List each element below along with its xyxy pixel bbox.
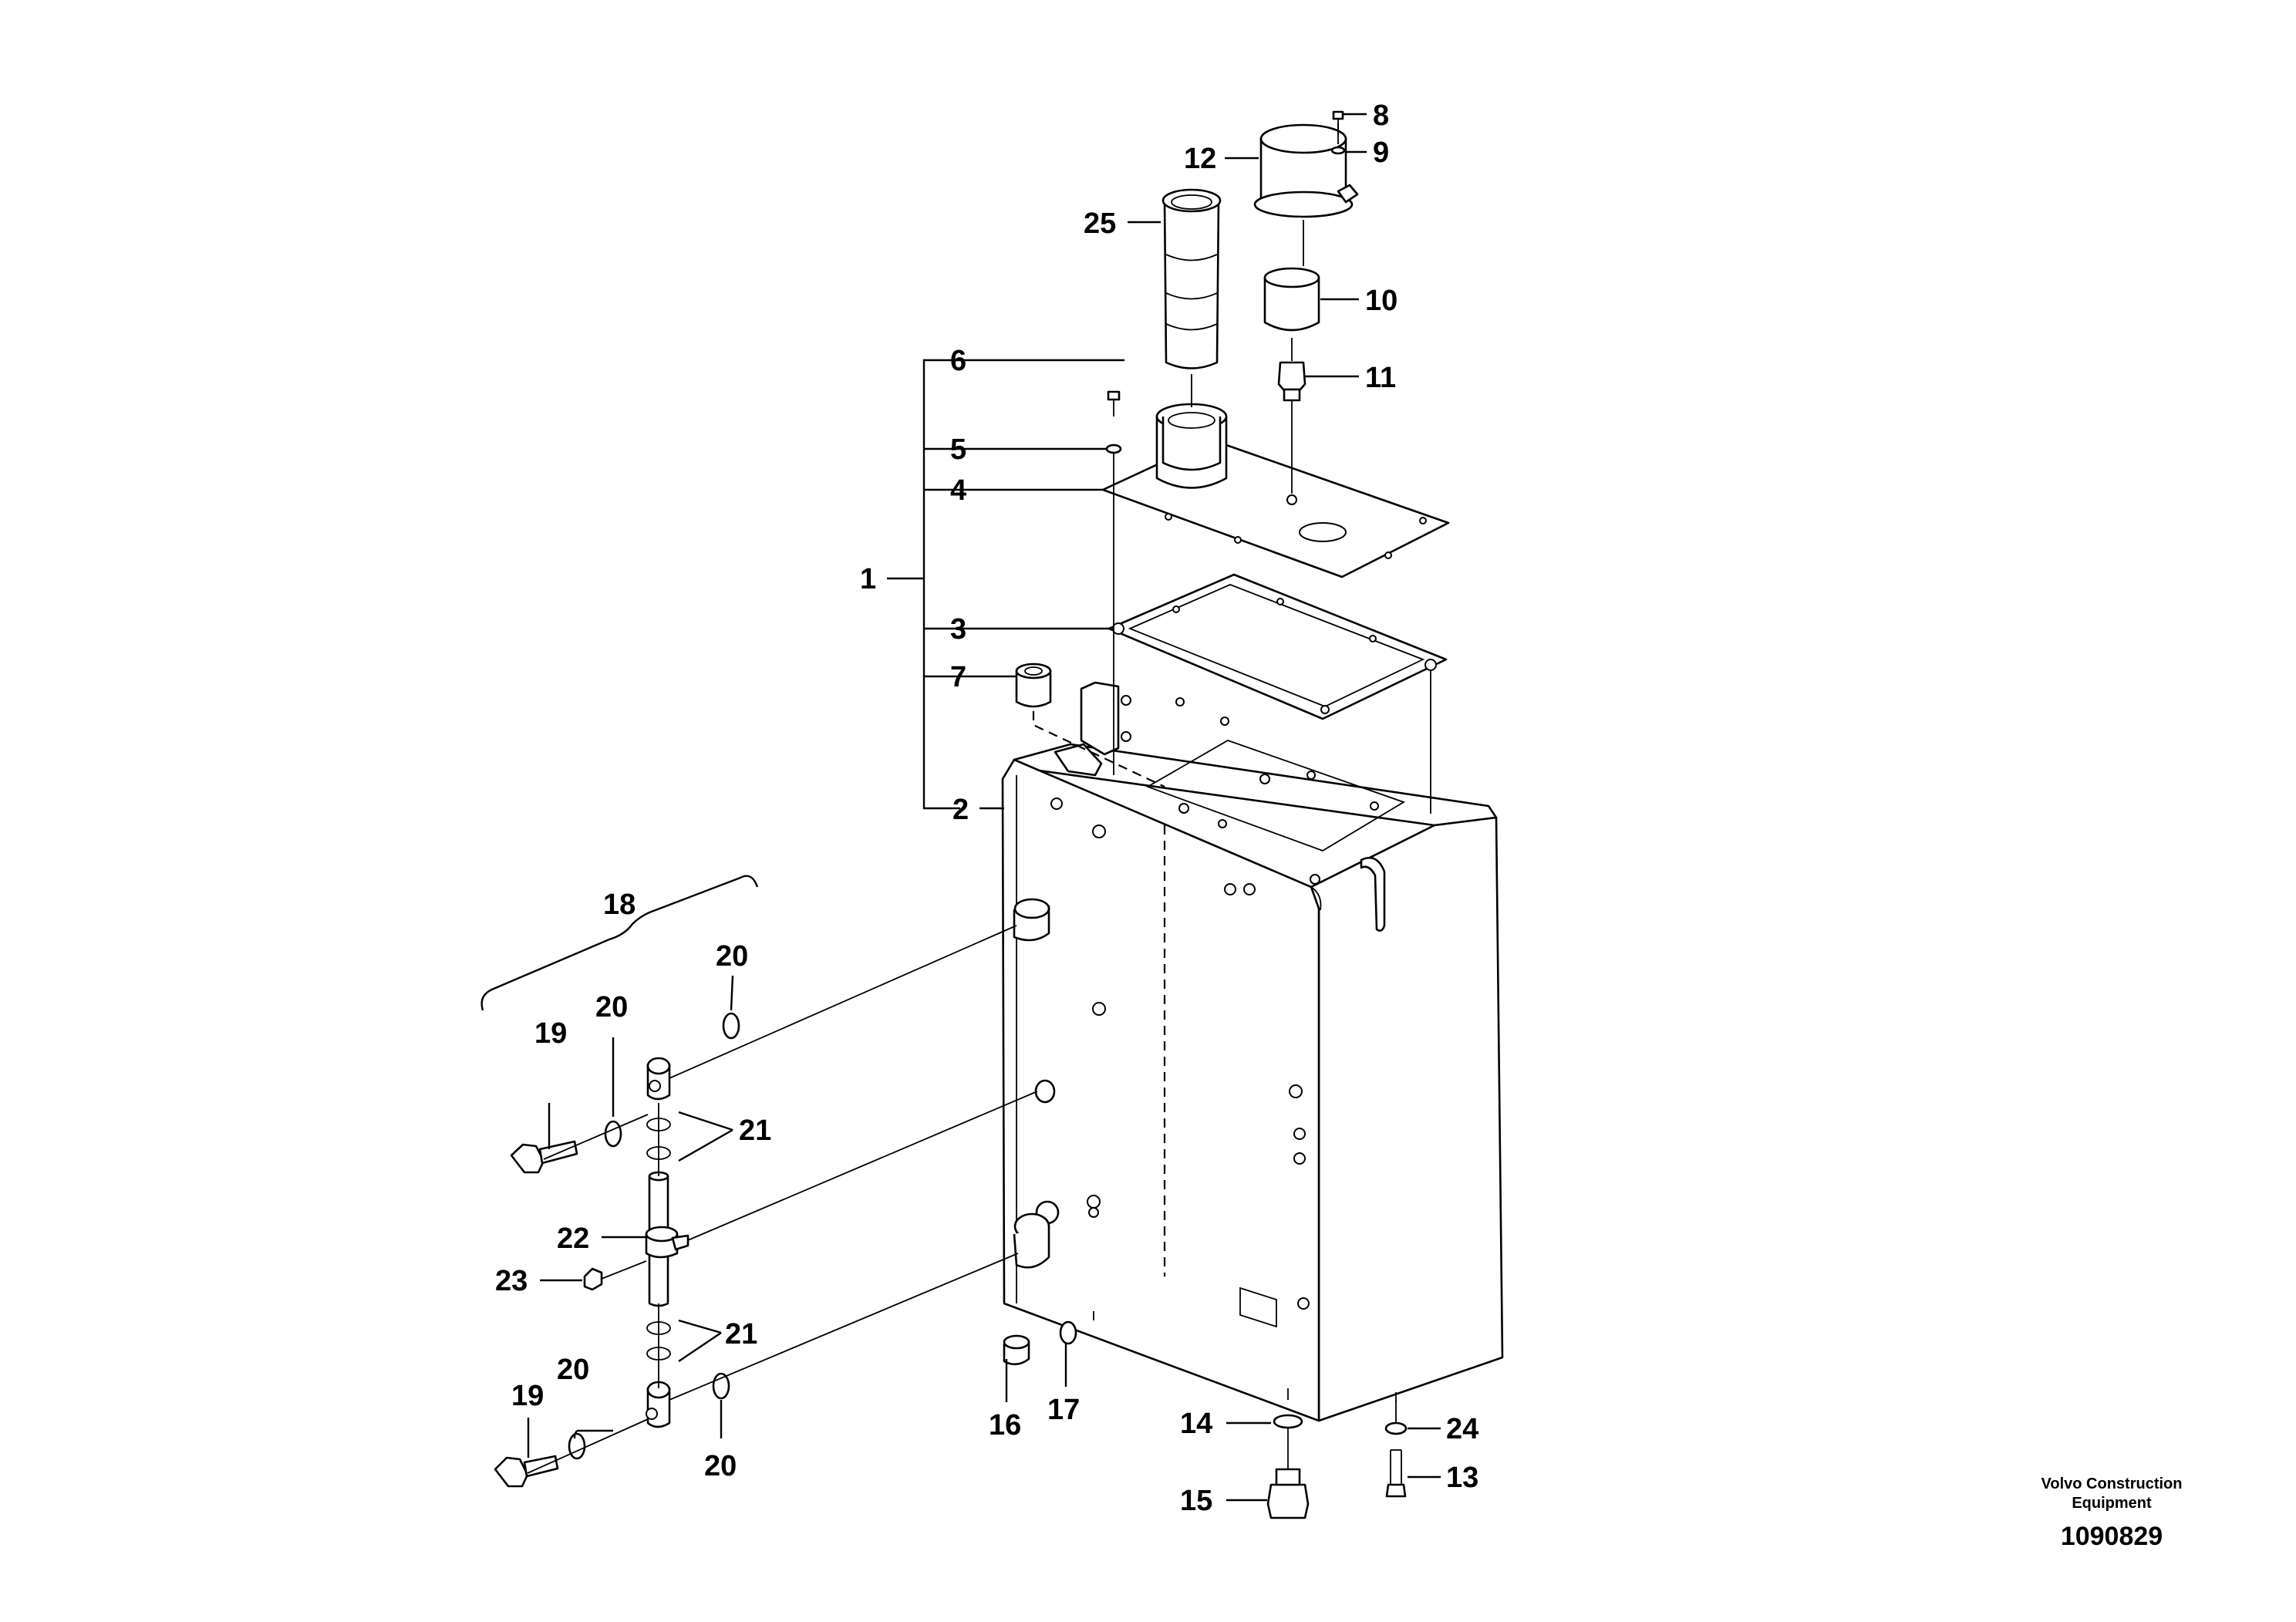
vertical-assembly-lines — [1032, 123, 1431, 814]
callout-numbers: 1 2 3 4 5 6 7 8 9 10 11 12 13 14 15 16 1… — [495, 99, 1478, 1517]
adapter-fitting — [1277, 361, 1306, 402]
callout-17: 17 — [1047, 1394, 1080, 1426]
brand-line-2: Equipment — [2072, 1495, 2152, 1512]
callout-10: 10 — [1365, 285, 1397, 317]
callout-11: 11 — [1365, 362, 1396, 394]
callout-1: 1 — [860, 563, 876, 595]
callout-18: 18 — [603, 889, 636, 921]
callout-19-upper: 19 — [534, 1017, 567, 1050]
top-bolt-holes — [1175, 697, 1379, 828]
bolt-upper — [510, 1140, 578, 1174]
callout-23: 23 — [495, 1265, 528, 1297]
callout-4: 4 — [950, 474, 966, 507]
bottom-fittings — [1266, 1400, 1408, 1519]
gasket — [1108, 573, 1448, 720]
tank-body — [1001, 681, 1504, 1422]
linkage-assembly — [494, 898, 1077, 1488]
plug — [1015, 663, 1052, 708]
callout-21-lower: 21 — [725, 1318, 757, 1351]
callout-20-c: 20 — [557, 1354, 589, 1386]
callout-7: 7 — [950, 661, 966, 693]
callout-3: 3 — [950, 613, 966, 646]
callout-9: 9 — [1373, 137, 1389, 169]
group-bracket-1 — [887, 359, 1124, 810]
callout-19-lower: 19 — [511, 1380, 544, 1412]
callout-22: 22 — [557, 1222, 589, 1255]
callout-2: 2 — [952, 794, 969, 826]
callout-13: 13 — [1446, 1462, 1478, 1494]
breather-cap — [1253, 123, 1359, 218]
title-block: Volvo Construction Equipment 1090829 — [2041, 1475, 2183, 1551]
document-number: 1090829 — [2061, 1522, 2163, 1551]
callout-20-a: 20 — [595, 991, 628, 1023]
callout-16: 16 — [989, 1409, 1021, 1442]
brand-line-1: Volvo Construction — [2041, 1475, 2183, 1492]
bolt-lower — [494, 1455, 559, 1488]
callout-8: 8 — [1373, 99, 1389, 132]
callout-21-upper: 21 — [739, 1114, 771, 1147]
callout-leaders — [527, 113, 1441, 1502]
callout-25: 25 — [1084, 207, 1116, 240]
cover-plate — [1101, 438, 1450, 578]
callout-5: 5 — [950, 433, 966, 466]
callout-6: 6 — [950, 345, 966, 377]
strainer — [1161, 188, 1222, 369]
breather-filter — [1263, 267, 1320, 332]
callout-24: 24 — [1446, 1413, 1478, 1445]
plate-screw-and-washer — [1105, 390, 1122, 454]
front-face-holes — [1050, 798, 1320, 1310]
group-brace-18 — [480, 875, 759, 1011]
callout-15: 15 — [1180, 1485, 1212, 1517]
callout-20-b: 20 — [716, 940, 748, 973]
callout-12: 12 — [1184, 143, 1216, 175]
callout-20-d: 20 — [704, 1450, 737, 1482]
filler-neck-base — [1155, 403, 1228, 489]
callout-14: 14 — [1180, 1408, 1212, 1440]
